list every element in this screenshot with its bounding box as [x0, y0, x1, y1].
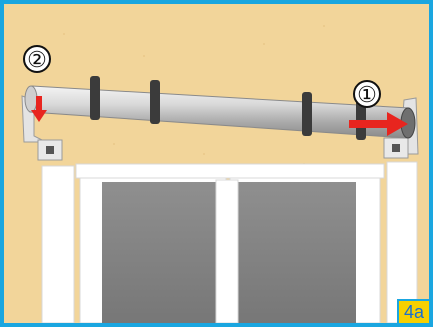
tube-strap — [90, 76, 100, 120]
window-left-jamb — [42, 166, 74, 323]
step-marker-2-label: ② — [27, 47, 47, 72]
window — [42, 162, 417, 323]
step-marker-1: ① — [354, 81, 380, 107]
window-mullion — [216, 180, 238, 323]
installation-illustration: ② ① — [4, 4, 429, 323]
window-glass-right — [238, 182, 356, 323]
step-marker-2: ② — [24, 46, 50, 72]
tube-strap — [302, 92, 312, 136]
step-badge: 4a — [397, 299, 429, 323]
tube-strap — [150, 80, 160, 124]
step-marker-1-label: ① — [357, 82, 377, 107]
window-glass-left — [102, 182, 216, 323]
window-top-rail — [76, 164, 384, 178]
